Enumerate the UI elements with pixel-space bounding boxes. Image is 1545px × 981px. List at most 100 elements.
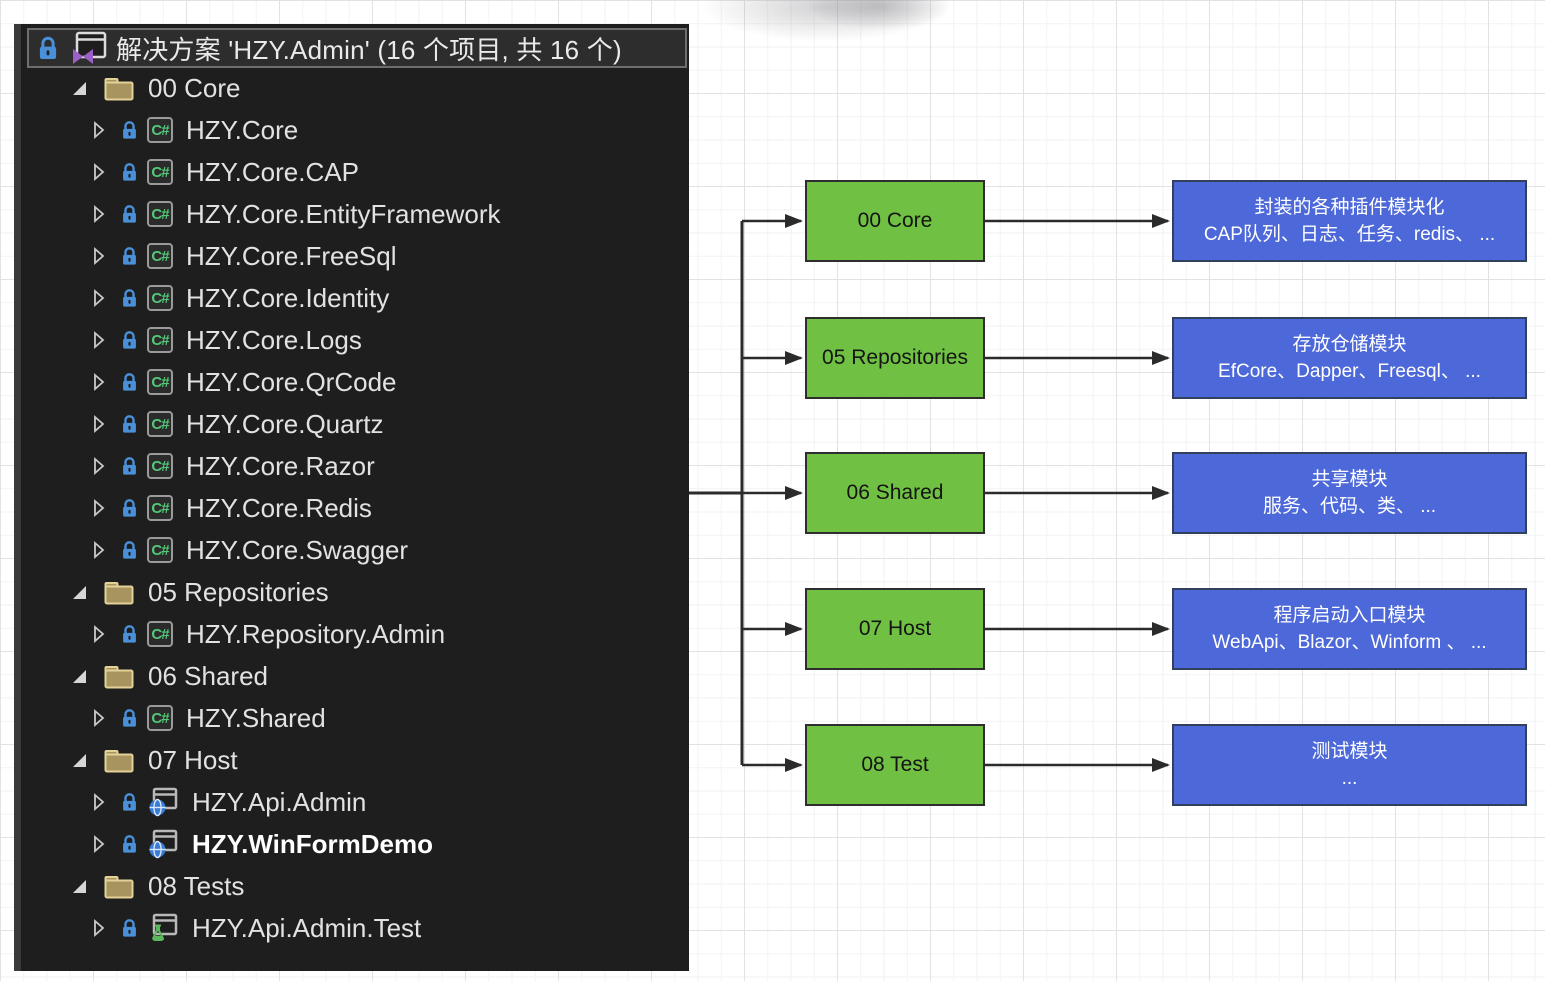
tree-item-label: HZY.Api.Admin: [192, 786, 367, 817]
lock-icon: [118, 329, 140, 351]
tree-row-00-core[interactable]: 00 Core: [21, 67, 689, 109]
expander-expanded-icon[interactable]: [69, 753, 89, 767]
expander-expanded-icon[interactable]: [69, 669, 89, 683]
diagram-desc-05-repositories[interactable]: 存放仓储模块 EfCore、Dapper、Freesql、 ...: [1172, 317, 1527, 399]
expander-collapsed-icon[interactable]: [89, 414, 109, 434]
tree-row-hzy-core-logs[interactable]: C# HZY.Core.Logs: [21, 319, 689, 361]
tree-item-label: HZY.Shared: [186, 702, 326, 733]
tree-item-label: HZY.Api.Admin.Test: [192, 912, 422, 943]
expander-expanded-icon[interactable]: [69, 81, 89, 95]
diagram-desc-07-host[interactable]: 程序启动入口模块 WebApi、Blazor、Winform 、 ...: [1172, 588, 1527, 670]
tree-row-hzy-core-razor[interactable]: C# HZY.Core.Razor: [21, 445, 689, 487]
folder-icon: [103, 579, 135, 606]
csharp-project-icon-wrap: C#: [147, 159, 173, 185]
expander-collapsed-icon[interactable]: [89, 330, 109, 350]
expander-collapsed-icon[interactable]: [89, 456, 109, 476]
lock-icon: [118, 539, 140, 561]
diagram-node-label: 08 Test: [861, 753, 929, 776]
expander-collapsed-icon[interactable]: [89, 498, 109, 518]
diagram-node-07-host[interactable]: 07 Host: [805, 588, 985, 670]
csharp-project-icon-wrap: C#: [147, 621, 173, 647]
tree-row-hzy-core-identity[interactable]: C# HZY.Core.Identity: [21, 277, 689, 319]
tree-item-label: HZY.Core.CAP: [186, 156, 359, 187]
tree-row-hzy-core[interactable]: C# HZY.Core: [21, 109, 689, 151]
tree-row-05-repositories[interactable]: 05 Repositories: [21, 571, 689, 613]
lock-icon: [118, 203, 140, 225]
tree-row-hzy-repository-admin[interactable]: C# HZY.Repository.Admin: [21, 613, 689, 655]
expander-collapsed-icon[interactable]: [89, 204, 109, 224]
csharp-project-icon-wrap: C#: [147, 411, 173, 437]
tree-row-hzy-core-redis[interactable]: C# HZY.Core.Redis: [21, 487, 689, 529]
diagram-desc-line1: 程序启动入口模块: [1273, 605, 1426, 626]
lock-icon: [118, 623, 140, 645]
csharp-project-icon-wrap: C#: [147, 537, 173, 563]
folder-icon: [103, 75, 135, 102]
test-project-icon: [147, 912, 179, 944]
csharp-project-icon-wrap: C#: [147, 201, 173, 227]
expander-expanded-icon[interactable]: [69, 585, 89, 599]
diagram-node-00-core[interactable]: 00 Core: [805, 180, 985, 262]
solution-explorer-panel: 解决方案 'HZY.Admin' (16 个项目, 共 16 个) 00 Cor…: [14, 24, 689, 971]
diagram-desc-line1: 共享模块: [1311, 469, 1388, 490]
expander-collapsed-icon[interactable]: [89, 372, 109, 392]
diagram-node-label: 07 Host: [858, 617, 932, 640]
tree-item-label: HZY.Core.FreeSql: [186, 240, 397, 271]
diagram-desc-line1: 存放仓储模块: [1292, 334, 1407, 355]
diagram-desc-line2: CAP队列、日志、任务、redis、 ...: [1203, 224, 1496, 245]
tree-item-label: 05 Repositories: [148, 576, 329, 607]
expander-collapsed-icon[interactable]: [89, 708, 109, 728]
tree-item-label: HZY.Core.Identity: [186, 282, 390, 313]
csharp-project-icon-wrap: C#: [147, 369, 173, 395]
lock-icon: [118, 455, 140, 477]
csharp-project-icon: C#: [147, 285, 173, 311]
tree-row-hzy-api-admin[interactable]: HZY.Api.Admin: [21, 781, 689, 823]
tree-row-hzy-api-admin-test[interactable]: HZY.Api.Admin.Test: [21, 907, 689, 949]
diagram-desc-08-test[interactable]: 测试模块 ...: [1172, 724, 1527, 806]
diagram-node-08-test[interactable]: 08 Test: [805, 724, 985, 806]
tree-item-label: HZY.Core.Swagger: [186, 534, 409, 565]
tree-row-hzy-winformdemo[interactable]: HZY.WinFormDemo: [21, 823, 689, 865]
diagram-desc-line2: EfCore、Dapper、Freesql、 ...: [1218, 361, 1481, 382]
tree-item-label: HZY.Core.Redis: [186, 492, 372, 523]
diagram-desc-06-shared[interactable]: 共享模块 服务、代码、类、 ...: [1172, 452, 1527, 534]
folder-icon: [103, 747, 135, 774]
lock-icon: [118, 833, 140, 855]
tree-row-hzy-core-cap[interactable]: C# HZY.Core.CAP: [21, 151, 689, 193]
tree-row-hzy-core-swagger[interactable]: C# HZY.Core.Swagger: [21, 529, 689, 571]
csharp-project-icon: C#: [147, 453, 173, 479]
expander-collapsed-icon[interactable]: [89, 162, 109, 182]
diagram-node-05-repositories[interactable]: 05 Repositories: [805, 317, 985, 399]
expander-collapsed-icon[interactable]: [89, 288, 109, 308]
tree-row-hzy-core-qrcode[interactable]: C# HZY.Core.QrCode: [21, 361, 689, 403]
diagram-desc-line2: WebApi、Blazor、Winform 、 ...: [1212, 632, 1487, 653]
tree-row-08-tests[interactable]: 08 Tests: [21, 865, 689, 907]
csharp-project-icon-wrap: C#: [147, 705, 173, 731]
expander-collapsed-icon[interactable]: [89, 624, 109, 644]
expander-collapsed-icon[interactable]: [89, 540, 109, 560]
diagram-desc-00-core[interactable]: 封装的各种插件模块化 CAP队列、日志、任务、redis、 ...: [1172, 180, 1527, 262]
expander-collapsed-icon[interactable]: [89, 918, 109, 938]
csharp-project-icon: C#: [147, 369, 173, 395]
lock-icon: [118, 371, 140, 393]
tree-row-hzy-core-freesql[interactable]: C# HZY.Core.FreeSql: [21, 235, 689, 277]
solution-title-row[interactable]: 解决方案 'HZY.Admin' (16 个项目, 共 16 个): [27, 28, 687, 68]
tree-row-hzy-core-entityframework[interactable]: C# HZY.Core.EntityFramework: [21, 193, 689, 235]
expander-collapsed-icon[interactable]: [89, 120, 109, 140]
csharp-project-icon-wrap: C#: [147, 285, 173, 311]
folder-icon: [103, 663, 135, 690]
diagram-node-label: 06 Shared: [846, 481, 944, 504]
diagram-desc-line2: 服务、代码、类、 ...: [1262, 496, 1437, 517]
csharp-project-icon: C#: [147, 327, 173, 353]
expander-collapsed-icon[interactable]: [89, 834, 109, 854]
tree-row-hzy-shared[interactable]: C# HZY.Shared: [21, 697, 689, 739]
solution-icon: [69, 31, 107, 65]
expander-collapsed-icon[interactable]: [89, 246, 109, 266]
lock-icon: [118, 707, 140, 729]
tree-row-06-shared[interactable]: 06 Shared: [21, 655, 689, 697]
tree-row-07-host[interactable]: 07 Host: [21, 739, 689, 781]
tree-item-label: 06 Shared: [148, 660, 268, 691]
expander-collapsed-icon[interactable]: [89, 792, 109, 812]
diagram-node-06-shared[interactable]: 06 Shared: [805, 452, 985, 534]
tree-row-hzy-core-quartz[interactable]: C# HZY.Core.Quartz: [21, 403, 689, 445]
expander-expanded-icon[interactable]: [69, 879, 89, 893]
